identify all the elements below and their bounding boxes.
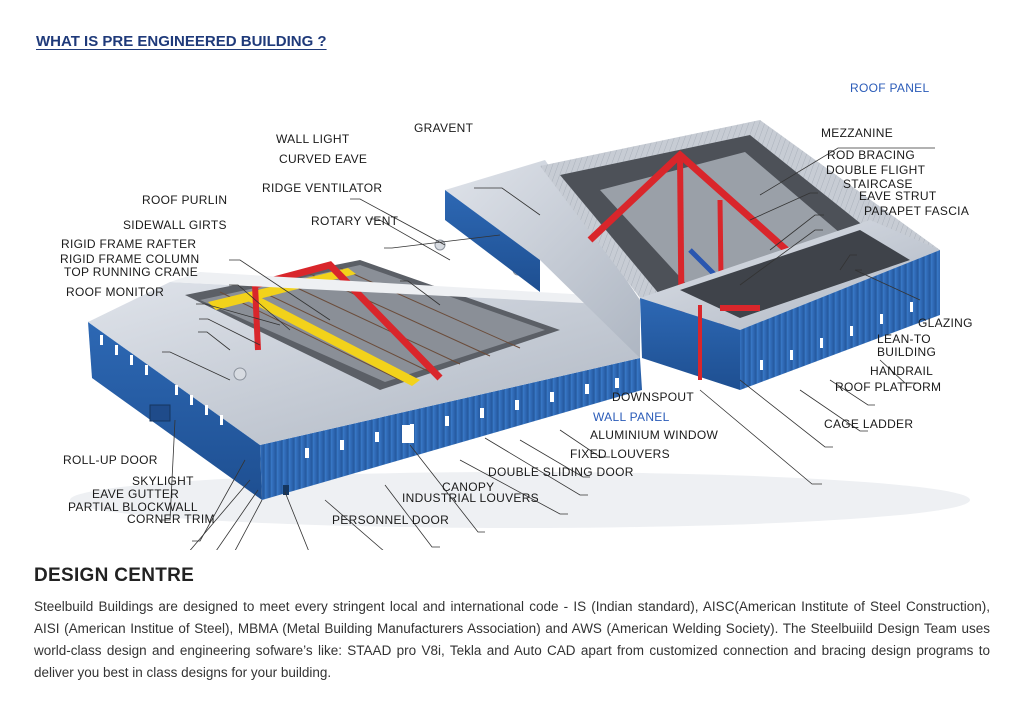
double-sliding-door xyxy=(402,425,414,443)
label-aluminium-window: ALUMINIUM WINDOW xyxy=(590,428,719,442)
label-curved-eave: CURVED EAVE xyxy=(279,152,368,166)
label-roof-panel: ROOF PANEL xyxy=(850,81,930,95)
label-double-sliding-door: DOUBLE SLIDING DOOR xyxy=(488,465,634,479)
building-illustration: ROOF PANEL GRAVENT WALL LIGHT CURVED EAV… xyxy=(0,60,1024,550)
label-double-flight: DOUBLE FLIGHT xyxy=(826,163,926,177)
label-sidewall-girts: SIDEWALL GIRTS xyxy=(123,218,227,232)
label-staircase: STAIRCASE xyxy=(843,177,913,191)
section-title: DESIGN CENTRE xyxy=(34,565,195,586)
lean-to-endwall xyxy=(640,298,740,390)
lean-to-interior xyxy=(680,230,910,318)
label-rotary-vent: ROTARY VENT xyxy=(311,214,399,228)
page-title: WHAT IS PRE ENGINEERED BUILDING ? xyxy=(36,33,327,50)
label-top-running-crane: TOP RUNNING CRANE xyxy=(64,265,199,279)
label-roof-monitor: ROOF MONITOR xyxy=(66,285,165,299)
label-ridge-ventilator: RIDGE VENTILATOR xyxy=(262,181,383,195)
label-eave-gutter: EAVE GUTTER xyxy=(92,487,180,501)
label-industrial-louvers: INDUSTRIAL LOUVERS xyxy=(402,491,539,505)
label-gravent: GRAVENT xyxy=(414,121,474,135)
label-glazing: GLAZING xyxy=(918,316,973,330)
roof-platform-shape xyxy=(720,305,760,311)
label-downspout: DOWNSPOUT xyxy=(612,390,695,404)
lean-to-windows xyxy=(760,302,913,370)
rigid-frame-column xyxy=(252,284,261,351)
front-sidewall xyxy=(260,358,642,500)
label-roll-up-door: ROLL-UP DOOR xyxy=(63,453,158,467)
rotary-vent-1 xyxy=(233,367,247,381)
crane-beam-2 xyxy=(242,292,420,386)
end-wall xyxy=(88,322,262,500)
label-parapet-fascia: PARAPET FASCIA xyxy=(864,204,970,218)
label-personnel-door: PERSONNEL DOOR xyxy=(332,513,450,527)
roll-up-door xyxy=(149,404,171,422)
tall-roof xyxy=(445,160,640,358)
label-rod-bracing: ROD BRACING xyxy=(827,148,915,162)
label-lean-to: LEAN-TO xyxy=(877,332,931,346)
label-mezzanine: MEZZANINE xyxy=(821,126,894,140)
label-rigid-frame-column: RIGID FRAME COLUMN xyxy=(60,252,200,266)
personnel-door xyxy=(283,485,289,495)
label-partial-blockwall: PARTIAL BLOCKWALL xyxy=(68,500,198,514)
label-roof-purlin: ROOF PURLIN xyxy=(142,193,228,207)
label-canopy: CANOPY xyxy=(442,480,495,494)
label-corner-trim: CORNER TRIM xyxy=(127,512,215,526)
label-fixed-louvers: FIXED LOUVERS xyxy=(570,447,670,461)
label-eave-strut: EAVE STRUT xyxy=(859,189,937,203)
leader-lines xyxy=(160,147,935,550)
tall-endwall xyxy=(445,190,540,292)
label-handrail: HANDRAIL xyxy=(870,364,934,378)
label-cage-ladder: CAGE LADDER xyxy=(824,417,914,431)
label-wall-light: WALL LIGHT xyxy=(276,132,350,146)
body-paragraph: Steelbuild Buildings are designed to mee… xyxy=(34,599,990,680)
label-building: BUILDING xyxy=(877,345,937,359)
roof-monitor xyxy=(170,272,640,306)
end-wall-windows xyxy=(100,335,223,425)
label-roof-platform: ROOF PLATFORM xyxy=(835,380,942,394)
label-rigid-frame-rafter: RIGID FRAME RAFTER xyxy=(61,237,197,251)
label-wall-panel: WALL PANEL xyxy=(593,410,670,424)
building-drawing xyxy=(70,120,970,550)
label-skylight: SKYLIGHT xyxy=(132,474,194,488)
